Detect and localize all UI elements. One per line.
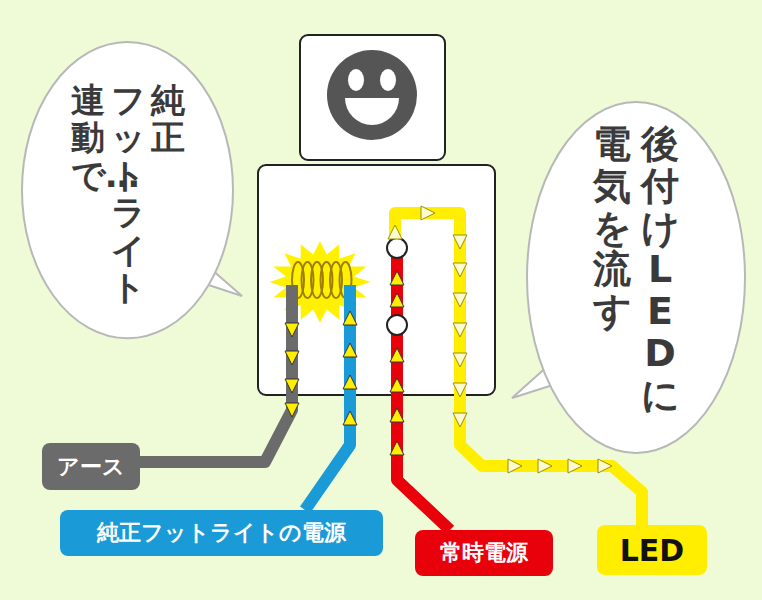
flow-arrow	[568, 459, 582, 473]
flow-arrow	[453, 413, 467, 427]
bubble-text: フットライト	[111, 82, 145, 306]
wire-label: アース	[42, 443, 140, 490]
bubble-text: 連動で…	[71, 82, 105, 194]
smiley-mouth	[345, 98, 399, 125]
flow-arrow	[390, 378, 404, 392]
label-text: アース	[57, 452, 125, 482]
flow-arrow	[343, 411, 357, 425]
flow-arrow	[453, 293, 467, 307]
flow-arrow	[388, 225, 402, 239]
label-text: 常時電源	[440, 538, 528, 568]
flow-arrow	[285, 403, 299, 417]
flow-arrow	[390, 271, 404, 285]
flow-arrow	[390, 293, 404, 307]
smiley-eye	[380, 69, 396, 91]
flow-arrow	[453, 353, 467, 367]
flow-arrow	[538, 459, 552, 473]
speech-bubble: 後付けLEDに電気を流す	[525, 100, 747, 455]
flow-arrow	[453, 323, 467, 337]
flow-arrow	[421, 206, 435, 220]
flow-arrow	[285, 323, 299, 337]
power-wire	[397, 248, 450, 530]
wire-label: 常時電源	[415, 530, 553, 576]
flow-arrow	[508, 459, 522, 473]
flow-arrow	[390, 441, 404, 455]
flow-arrow	[343, 343, 357, 357]
bubble-text: 純正	[151, 82, 185, 157]
flow-arrow	[285, 379, 299, 393]
flow-arrow	[343, 311, 357, 325]
flow-arrow	[343, 375, 357, 389]
bubble-text: 電気を流す	[593, 124, 631, 333]
contact-point	[387, 238, 407, 258]
wire-label: 純正フットライトの電源	[60, 510, 383, 556]
flow-arrow	[390, 408, 404, 422]
relay-top	[300, 35, 445, 160]
bubble-text: 後付けLEDに	[641, 124, 679, 417]
coil-symbol	[292, 262, 352, 298]
label-text: 純正フットライトの電源	[97, 518, 346, 548]
smiley-eye	[348, 69, 364, 91]
flow-arrow	[598, 459, 612, 473]
bubble-ellipse	[527, 102, 745, 453]
footlight-wire	[305, 285, 350, 510]
flow-arrow	[390, 348, 404, 362]
flow-arrow	[453, 383, 467, 397]
bubble-outline	[525, 100, 747, 455]
flow-arrow	[285, 351, 299, 365]
speech-bubble: 純正フットライト連動で…	[20, 40, 235, 340]
bubble-ellipse	[22, 42, 233, 338]
wire-label: LED	[597, 525, 707, 575]
flow-arrow	[453, 235, 467, 249]
smiley-face	[327, 50, 417, 140]
contact-point	[387, 315, 407, 335]
flow-arrow	[453, 263, 467, 277]
label-text: LED	[620, 533, 685, 568]
